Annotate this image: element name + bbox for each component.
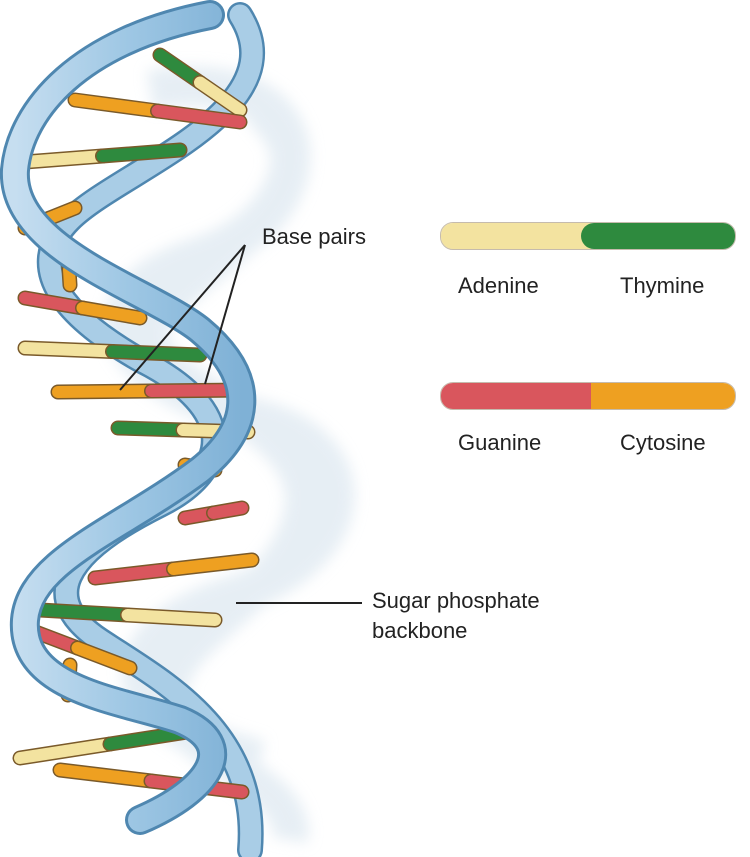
legend-adenine-swatch bbox=[441, 223, 591, 249]
base-pair-2-guanine bbox=[151, 105, 246, 128]
base-pair-1-thymine bbox=[154, 49, 206, 89]
legend-cytosine-swatch bbox=[591, 383, 735, 409]
base-pair-7-thymine bbox=[106, 345, 206, 361]
base-pair-3-adenine bbox=[19, 150, 109, 168]
backbone-strand-front bbox=[2, 3, 254, 832]
base-pair-6-cytosine bbox=[76, 302, 146, 324]
base-pairs-leader-line-1 bbox=[119, 244, 246, 391]
legend-bar-guanine-cytosine bbox=[440, 382, 736, 410]
legend-cytosine-label: Cytosine bbox=[620, 430, 706, 455]
legend-thymine-label: Thymine bbox=[620, 273, 705, 298]
base-pair-8-cytosine bbox=[52, 385, 158, 398]
base-pair-7-adenine bbox=[19, 342, 119, 358]
base-pair-13-thymine bbox=[34, 604, 134, 621]
base-pair-9-thymine bbox=[112, 422, 189, 436]
base-pair-4-cytosine bbox=[44, 202, 81, 224]
legend-guanine-swatch bbox=[441, 383, 591, 409]
base-pair-13-adenine bbox=[121, 609, 221, 626]
base-pairs-label: Base pairs bbox=[262, 224, 366, 249]
legend-thymine-swatch bbox=[581, 223, 735, 249]
base-pair-1-adenine bbox=[194, 76, 246, 116]
base-pair-5-cytosine bbox=[63, 264, 76, 291]
legend-bar-adenine-thymine bbox=[440, 222, 736, 250]
base-pair-14-cytosine bbox=[71, 642, 136, 674]
base-pair-2-cytosine bbox=[69, 94, 164, 117]
base-pair-16-adenine bbox=[14, 738, 116, 764]
legend-guanine-label: Guanine bbox=[458, 430, 542, 455]
backbone-label-line-2: backbone bbox=[372, 618, 468, 643]
base-pair-12-cytosine bbox=[167, 554, 258, 575]
base-pair-17-cytosine bbox=[54, 764, 157, 787]
base-pair-3-thymine bbox=[96, 144, 186, 162]
base-pair-12-guanine bbox=[89, 563, 180, 584]
base-pair-11-guanine bbox=[207, 502, 248, 519]
base-pairs-leader-line-2 bbox=[204, 244, 246, 385]
legend-adenine-label: Adenine bbox=[458, 273, 539, 298]
backbone-label-line-1: Sugar phosphate bbox=[372, 588, 540, 613]
base-pair-6-guanine bbox=[19, 292, 89, 314]
